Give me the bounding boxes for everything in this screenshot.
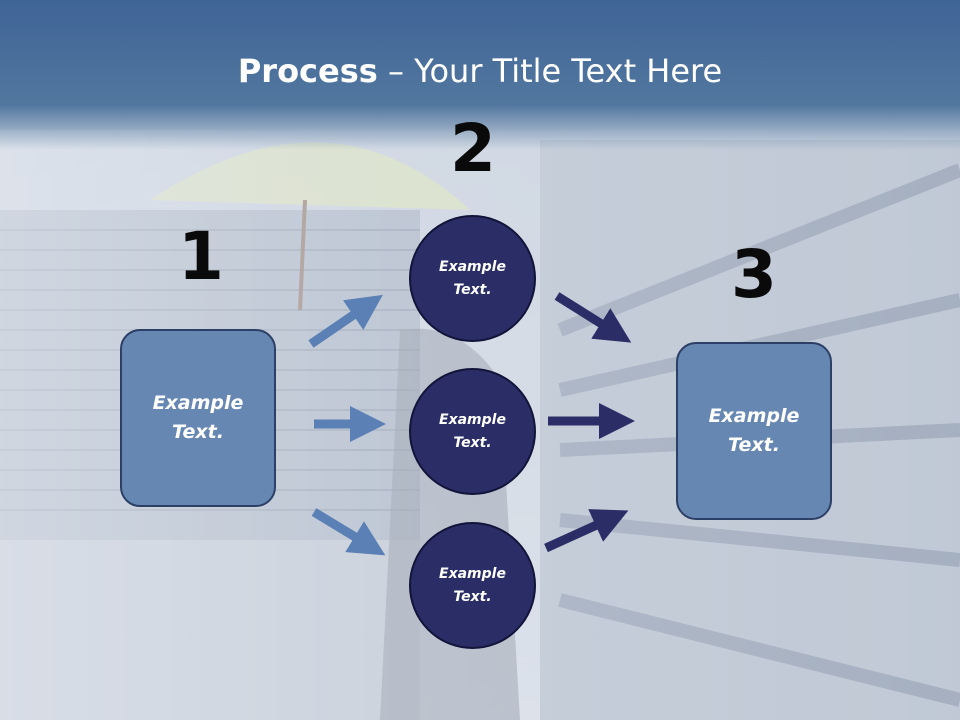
right-box: Example Text. bbox=[676, 342, 832, 520]
slide-title: Process – Your Title Text Here bbox=[0, 52, 960, 90]
arrow-left-to-top bbox=[308, 294, 383, 348]
arrow-top-to-right bbox=[554, 292, 632, 343]
title-bold: Process bbox=[237, 52, 378, 90]
circle-top: Example Text. bbox=[409, 215, 536, 342]
step-number-2: 2 bbox=[450, 110, 496, 187]
circle-bottom: Example Text. bbox=[409, 522, 536, 649]
title-rest: – Your Title Text Here bbox=[377, 52, 723, 90]
title-bar bbox=[0, 0, 960, 150]
arrow-bottom-to-right bbox=[544, 509, 629, 553]
step-number-3: 3 bbox=[731, 236, 777, 313]
arrow-left-to-bottom bbox=[311, 508, 386, 556]
left-box: Example Text. bbox=[120, 329, 276, 507]
step-number-1: 1 bbox=[178, 218, 224, 295]
circle-middle: Example Text. bbox=[409, 368, 536, 495]
